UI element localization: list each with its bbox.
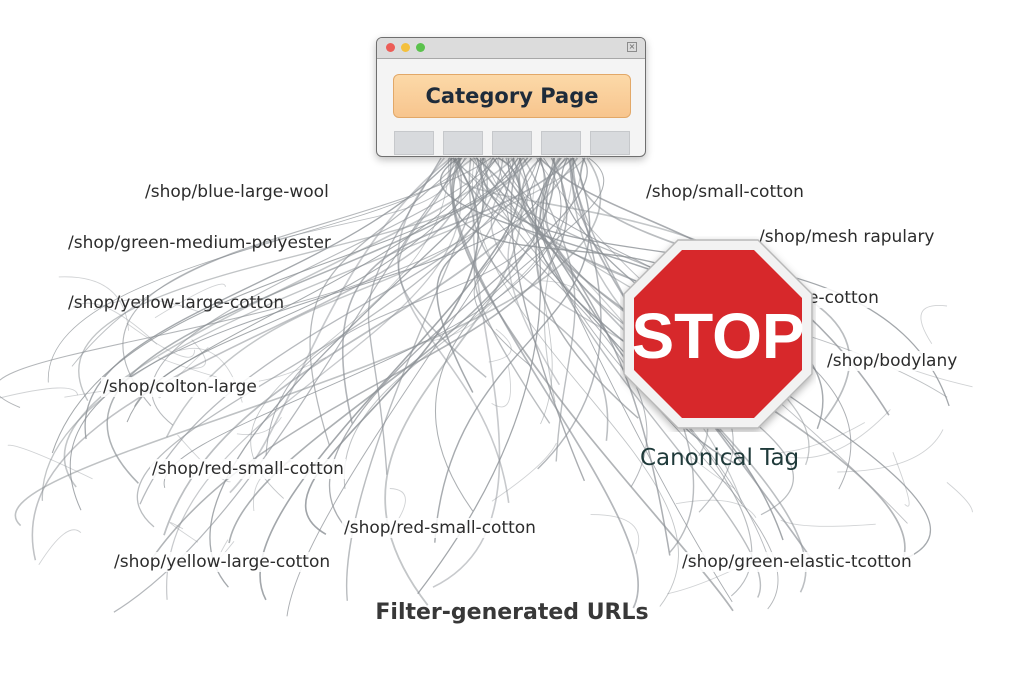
url-label: /shop/yellow-large-cotton xyxy=(68,293,285,313)
url-thread xyxy=(7,444,93,480)
url-thread xyxy=(780,519,876,527)
url-thread xyxy=(488,328,512,363)
url-label: /shop/green-medium-polyester xyxy=(68,233,331,253)
url-thread xyxy=(590,514,640,555)
category-page-button: Category Page xyxy=(393,74,631,118)
url-thread xyxy=(122,157,492,407)
url-thread xyxy=(397,157,510,504)
url-label: /shop/red-small-cotton xyxy=(342,518,538,538)
url-thread xyxy=(126,322,195,358)
product-tile xyxy=(492,131,532,155)
url-thread xyxy=(522,157,576,462)
product-tile xyxy=(443,131,483,155)
url-thread xyxy=(236,416,282,435)
url-thread xyxy=(63,157,515,488)
url-thread xyxy=(163,157,562,489)
url-thread xyxy=(93,298,200,313)
url-thread xyxy=(434,157,605,512)
canonical-tag-label: Canonical Tag xyxy=(640,445,800,471)
url-thread xyxy=(259,157,520,601)
url-thread xyxy=(345,157,494,601)
url-thread xyxy=(946,482,973,513)
url-thread xyxy=(779,422,866,454)
url-thread xyxy=(329,157,588,534)
url-thread xyxy=(309,157,463,446)
url-thread xyxy=(492,157,671,556)
url-label: /shop/colton-large xyxy=(101,377,259,397)
stop-sign-icon: STOP xyxy=(623,239,813,429)
product-tile xyxy=(590,131,630,155)
url-thread xyxy=(69,157,545,511)
url-thread xyxy=(106,157,533,484)
url-label: /shop/yellow-large-cotton xyxy=(112,552,333,572)
url-thread xyxy=(475,157,648,488)
url-thread xyxy=(0,387,79,399)
url-thread xyxy=(84,157,453,440)
close-dot-icon xyxy=(386,43,395,52)
product-tile xyxy=(541,131,581,155)
url-thread xyxy=(71,157,460,367)
url-thread xyxy=(788,409,891,459)
url-label: /shop/green-elastic-tcotton xyxy=(680,552,914,572)
url-thread xyxy=(432,157,501,588)
url-thread xyxy=(343,157,584,489)
url-thread xyxy=(47,157,466,383)
url-thread xyxy=(157,357,217,378)
url-thread xyxy=(491,442,557,502)
url-label: e-cotton xyxy=(806,288,881,308)
url-thread xyxy=(265,157,548,456)
url-thread xyxy=(534,157,784,541)
url-thread xyxy=(468,157,609,441)
window-close-icon: × xyxy=(627,42,637,52)
url-thread xyxy=(469,157,531,366)
url-thread xyxy=(920,305,948,345)
url-thread xyxy=(229,157,452,494)
url-thread xyxy=(154,283,226,319)
url-thread xyxy=(837,429,944,473)
url-label: /shop/mesh rapulary xyxy=(757,227,937,247)
stop-text: STOP xyxy=(631,300,804,372)
url-label: /shop/small-cotton xyxy=(646,182,804,202)
url-label: /shop/blue-large-wool xyxy=(145,182,329,202)
url-thread xyxy=(38,529,82,566)
category-page-window: × Category Page xyxy=(376,37,646,157)
url-thread xyxy=(475,157,735,464)
url-thread xyxy=(58,276,130,331)
url-thread xyxy=(41,157,586,501)
url-thread xyxy=(675,499,757,518)
url-thread xyxy=(472,157,679,607)
url-thread xyxy=(507,157,733,603)
minimize-dot-icon xyxy=(401,43,410,52)
url-thread xyxy=(286,157,542,617)
url-thread xyxy=(491,366,511,408)
url-thread xyxy=(0,157,539,408)
url-thread xyxy=(31,157,463,561)
url-thread xyxy=(188,339,206,369)
url-thread xyxy=(150,157,568,560)
url-thread xyxy=(209,157,519,588)
url-thread xyxy=(539,280,591,320)
url-thread xyxy=(421,302,495,343)
url-thread xyxy=(537,157,602,470)
url-thread xyxy=(169,522,199,543)
stop-sign: STOP xyxy=(620,236,816,436)
product-tile xyxy=(394,131,434,155)
url-thread xyxy=(510,157,586,482)
url-thread xyxy=(165,157,488,438)
url-label: /shop/red-small-cotton xyxy=(150,459,346,479)
url-thread xyxy=(72,302,158,345)
url-thread xyxy=(892,452,910,507)
window-titlebar: × xyxy=(377,38,645,59)
url-thread xyxy=(436,157,484,393)
url-thread xyxy=(51,157,524,454)
maximize-dot-icon xyxy=(416,43,425,52)
url-label: /shop/bodylany xyxy=(825,351,960,371)
diagram-caption: Filter-generated URLs xyxy=(375,600,649,625)
url-thread xyxy=(690,456,736,489)
